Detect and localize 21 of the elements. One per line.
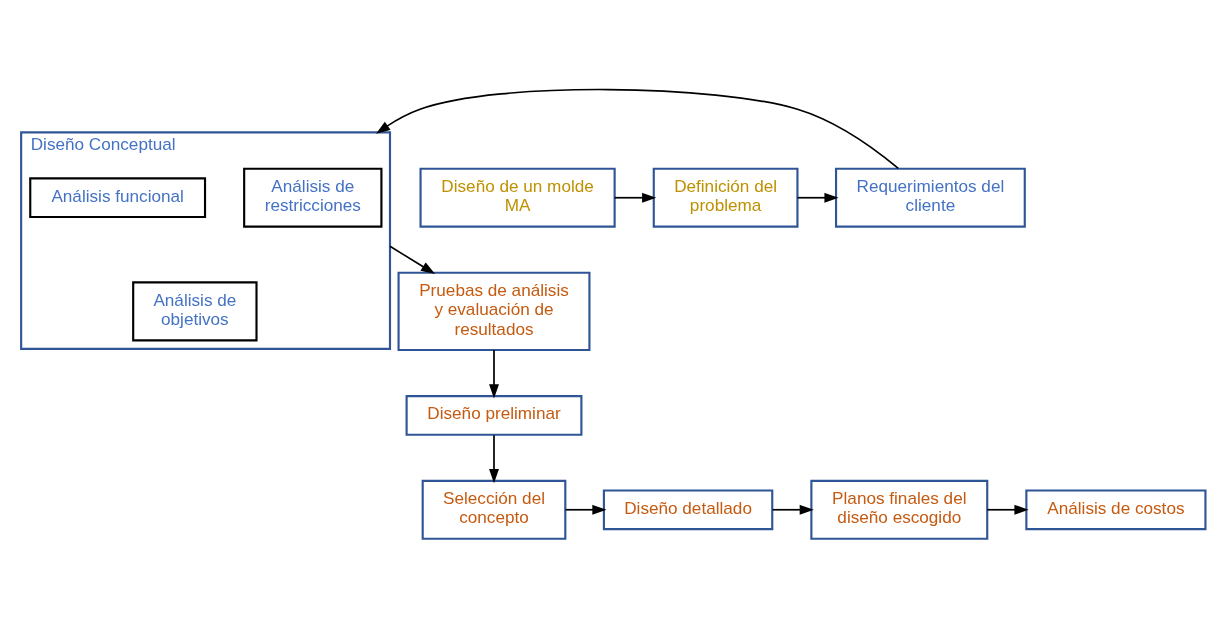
- node-box: Pruebas de análisis y evaluación de resultados: [397, 271, 591, 351]
- node-box: Análisis funcional: [29, 176, 207, 218]
- node-box: Análisis de objetivos: [132, 280, 258, 341]
- node-box: Planos finales del diseño escogido: [810, 479, 989, 540]
- arrow: [489, 433, 499, 483]
- arrow: [613, 192, 657, 203]
- arrow: [564, 504, 607, 515]
- arrow: [986, 504, 1029, 515]
- arrow: [771, 504, 814, 515]
- node-box: Diseño detallado: [602, 488, 774, 530]
- node-box: Selección del concepto: [421, 479, 567, 540]
- node-box: Análisis de costos: [1025, 488, 1207, 530]
- arrow: [796, 192, 839, 203]
- node-box: Análisis de restricciones: [243, 167, 383, 228]
- node-box: Requerimientos del cliente: [834, 167, 1026, 228]
- arrow: [376, 88, 900, 169]
- arrow: [389, 244, 436, 274]
- node-box: Definición del problema: [652, 167, 799, 228]
- node-box: Diseño preliminar: [405, 394, 583, 436]
- arrow: [489, 348, 499, 399]
- node-box: Diseño de un molde MA: [419, 167, 616, 228]
